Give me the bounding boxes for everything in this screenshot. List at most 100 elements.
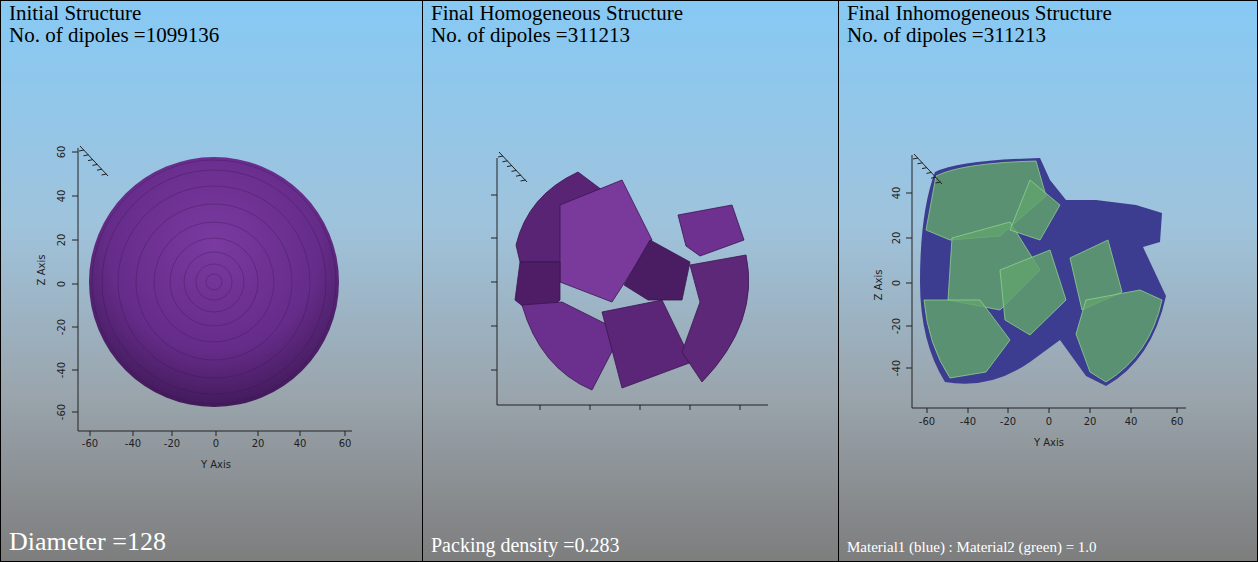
axis-tick-label: 60 [1171, 417, 1184, 427]
ring [92, 160, 336, 404]
tick [491, 370, 497, 371]
tick [590, 405, 591, 410]
grain [924, 300, 1010, 378]
ring [170, 238, 258, 326]
ring [154, 222, 274, 342]
tick [72, 152, 78, 153]
axis-tick-label: 40 [57, 190, 67, 203]
axis-tick-label: 20 [252, 439, 265, 449]
sphere [89, 157, 339, 407]
axis-tick-label: -20 [57, 319, 67, 335]
axes [72, 148, 1186, 436]
ring [206, 274, 222, 290]
tick [172, 431, 173, 436]
tick [540, 405, 541, 410]
material-green [924, 161, 1162, 382]
tick [906, 326, 912, 327]
axis-tick-label: 20 [1084, 417, 1097, 427]
marker-barb [521, 180, 526, 181]
axis-tick-label: -40 [892, 360, 902, 376]
axis-tick-label: 40 [294, 439, 307, 449]
panel-title: Final Homogeneous Structure [431, 2, 683, 24]
axis-tick-label: -20 [164, 439, 180, 449]
fragment [602, 300, 692, 388]
tick [906, 193, 912, 194]
tick [640, 405, 641, 410]
marker-barb [93, 164, 98, 165]
fragment [678, 205, 744, 256]
tick [1090, 408, 1091, 413]
ring [184, 252, 244, 312]
tick [90, 431, 91, 436]
axis-line [78, 148, 79, 431]
axis-tick-label: -40 [960, 417, 976, 427]
axis-tick-label: 60 [339, 439, 352, 449]
grain [1010, 180, 1060, 240]
ring [102, 170, 326, 394]
marker-barb [507, 166, 512, 167]
grain [1076, 290, 1162, 382]
axis-tick-label: 20 [892, 232, 902, 245]
axis-line [497, 405, 768, 406]
axis-tick-label: 40 [1125, 417, 1138, 427]
marker-barb [102, 174, 107, 175]
axis-tick-label: 0 [57, 281, 67, 287]
tick [345, 431, 346, 436]
ring [196, 264, 232, 300]
axis-title: Y Axis [1034, 438, 1064, 448]
tick [906, 283, 912, 284]
ring [118, 186, 310, 378]
view-axis-marker [79, 146, 942, 184]
material-blue [920, 158, 1166, 386]
panel-title: Final Inhomogeneous Structure [847, 2, 1112, 24]
tick [491, 282, 497, 283]
fragment [682, 255, 749, 382]
axis-tick-label: 0 [213, 439, 219, 449]
ring [136, 204, 292, 360]
tick [1131, 408, 1132, 413]
tick [740, 405, 741, 410]
tick [133, 431, 134, 436]
axis-tick-label: -20 [892, 318, 902, 334]
marker-barb [498, 156, 503, 157]
inhomogeneous-structure [920, 158, 1166, 386]
tick [690, 405, 691, 410]
axis-tick-label: -40 [57, 362, 67, 378]
axis-title: Y Axis [201, 460, 231, 470]
axis-tick-label: 20 [57, 234, 67, 247]
axis-tick-label: 60 [57, 146, 67, 159]
tick [906, 238, 912, 239]
tick [1177, 408, 1178, 413]
tick [72, 196, 78, 197]
panel-note: Material1 (blue) : Material2 (green) = 1… [847, 538, 1097, 557]
axis-tick-label: 0 [1046, 417, 1052, 427]
grain [1000, 250, 1066, 335]
fragments [515, 172, 749, 390]
tick [72, 240, 78, 241]
panel-title: Initial Structure [9, 2, 141, 24]
marker-barb [512, 170, 517, 171]
axis-title: Z Axis [874, 270, 884, 301]
marker-barb [97, 169, 102, 170]
axis-line [78, 431, 352, 432]
axis-tick-label: -60 [919, 417, 935, 427]
tick [1049, 408, 1050, 413]
tick [72, 370, 78, 371]
marker-barb [88, 160, 93, 161]
panel-note: Packing density =0.283 [431, 533, 620, 557]
axis-tick-label: -40 [125, 439, 141, 449]
marker-line [80, 146, 108, 176]
axis-tick-label: 40 [892, 187, 902, 200]
tick [491, 326, 497, 327]
tick [491, 238, 497, 239]
tick [491, 195, 497, 196]
marker-barb [79, 150, 84, 151]
axis-tick-label: -60 [82, 439, 98, 449]
marker-barb [918, 163, 923, 164]
marker-barb [927, 172, 932, 173]
panel-subtitle: No. of dipoles =311213 [431, 24, 630, 46]
tick [72, 327, 78, 328]
panel-subtitle: No. of dipoles =311213 [847, 24, 1046, 46]
panel: Final Homogeneous StructureNo. of dipole… [422, 0, 839, 562]
tick [258, 431, 259, 436]
